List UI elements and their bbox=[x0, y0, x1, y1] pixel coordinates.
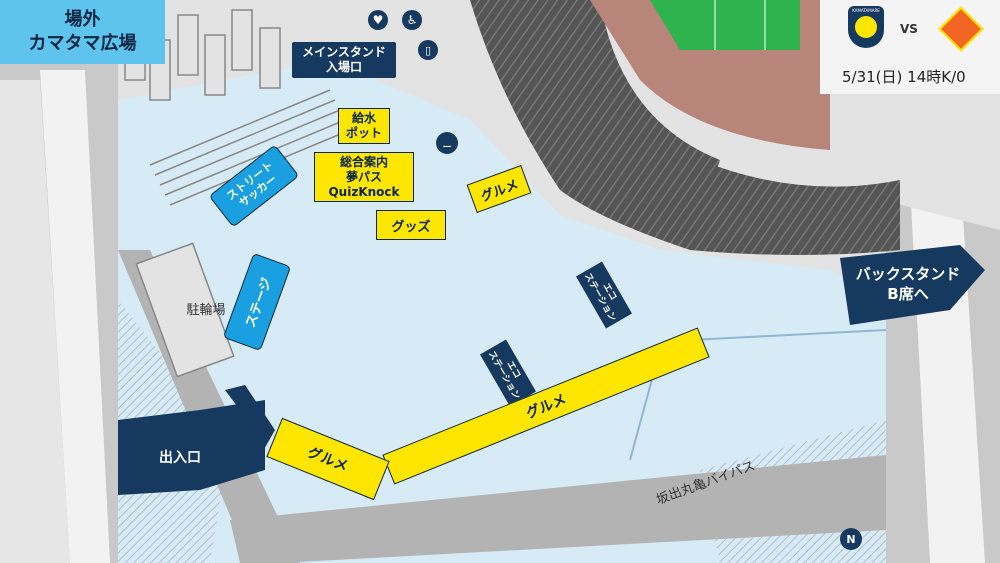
main-stand-entrance-label: メインスタンド 入場口 bbox=[292, 42, 396, 78]
vs-text: VS bbox=[900, 22, 918, 36]
goods-label: グッズ bbox=[376, 210, 446, 240]
match-info-box: KAMATAMARE VS 5/31(日) 14時K/0 bbox=[820, 0, 1000, 94]
bike-parking-label: 駐輪場 bbox=[186, 302, 226, 318]
title-line1: 場外 bbox=[64, 9, 101, 30]
title-box: 場外 カマタマ広場 bbox=[0, 0, 165, 64]
water-pot-label: 給水 ポット bbox=[338, 108, 390, 144]
away-team-badge bbox=[938, 6, 984, 52]
drink-icon: ▯ bbox=[418, 40, 438, 60]
back-stand-label: バックスタンド B席へ bbox=[855, 265, 961, 303]
pitch-lines bbox=[714, 0, 766, 50]
bypass-road bbox=[230, 455, 886, 563]
aed-icon: ♥ bbox=[368, 10, 388, 30]
side-stand-seats bbox=[690, 160, 900, 255]
exit-arrow-shape bbox=[118, 400, 265, 495]
path-line-1 bbox=[689, 329, 887, 341]
title-line2: カマタマ広場 bbox=[28, 33, 137, 54]
smoking-icon: ⚊ bbox=[436, 132, 458, 154]
side-road-left bbox=[0, 80, 70, 563]
exit-chevron-1 bbox=[225, 385, 275, 465]
wheelchair-icon: ♿ bbox=[402, 10, 422, 30]
info-center-label: 総合案内 夢パス QuizKnock bbox=[314, 152, 414, 202]
main-stand-seats bbox=[470, 0, 720, 250]
bike-parking-area bbox=[135, 242, 235, 378]
back-stand-arrow-shape bbox=[840, 245, 985, 325]
home-team-badge: KAMATAMARE bbox=[848, 6, 884, 48]
north-arrow-icon: N bbox=[840, 528, 862, 550]
side-road-left-light bbox=[40, 70, 110, 563]
exit-entrance-label: 出入口 bbox=[159, 450, 201, 466]
home-badge-text: KAMATAMARE bbox=[852, 8, 880, 13]
match-info-text: 5/31(日) 14時K/0 bbox=[842, 68, 966, 86]
pitch bbox=[650, 0, 800, 50]
stairs bbox=[149, 89, 351, 206]
